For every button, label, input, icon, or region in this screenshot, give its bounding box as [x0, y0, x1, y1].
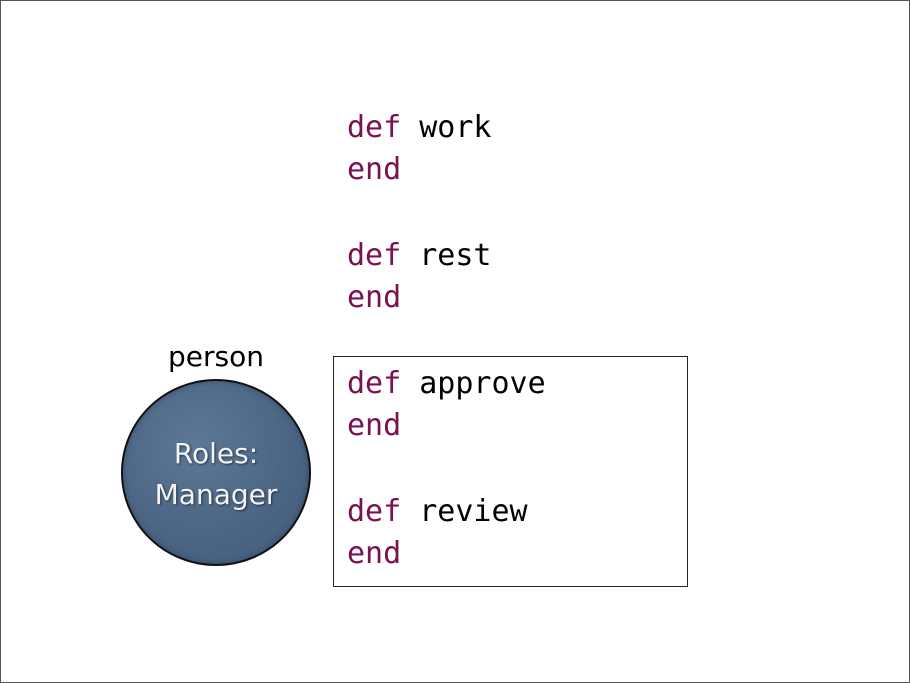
- end-keyword: end: [347, 536, 402, 571]
- def-keyword: def: [347, 110, 402, 145]
- code-line-def-work: def work: [347, 108, 492, 148]
- role-methods-box: [333, 356, 688, 587]
- code-line-def-review: def review: [347, 492, 528, 532]
- code-line-end-rest: end: [347, 278, 401, 318]
- method-name-rest: rest: [419, 238, 492, 273]
- end-keyword: end: [347, 152, 402, 187]
- roles-heading: Roles:: [173, 437, 259, 470]
- roles-text: Roles: Manager: [123, 433, 309, 515]
- def-keyword: def: [347, 366, 402, 401]
- role-manager: Manager: [154, 478, 278, 511]
- person-object-circle: Roles: Manager: [121, 379, 311, 566]
- method-name-approve: approve: [419, 366, 546, 401]
- def-keyword: def: [347, 238, 402, 273]
- code-line-end-review: end: [347, 534, 401, 574]
- code-line-end-approve: end: [347, 406, 401, 446]
- code-line-end-work: end: [347, 150, 401, 190]
- def-keyword: def: [347, 494, 402, 529]
- end-keyword: end: [347, 280, 402, 315]
- code-line-def-approve: def approve: [347, 364, 546, 404]
- method-name-review: review: [419, 494, 528, 529]
- code-line-def-rest: def rest: [347, 236, 492, 276]
- method-name-work: work: [419, 110, 492, 145]
- end-keyword: end: [347, 408, 402, 443]
- person-label: person: [168, 340, 264, 373]
